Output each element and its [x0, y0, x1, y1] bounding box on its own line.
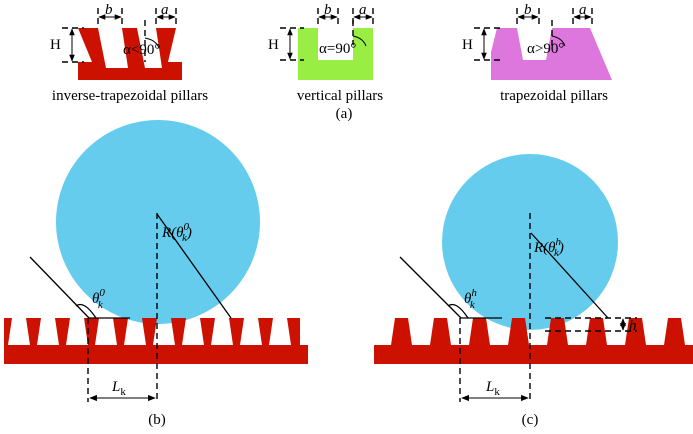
panel-c-label: (c) — [522, 412, 539, 428]
Lk-label-c: Lk — [485, 379, 500, 398]
droplet-c — [442, 154, 618, 330]
dim-b-label-3: b — [524, 2, 532, 18]
panel-a-dimensions — [62, 8, 593, 63]
pillar-caption-1: inverse-trapezoidal pillars — [52, 88, 208, 104]
pillar-caption-2: vertical pillars — [297, 88, 383, 104]
trapezoidal-pillar-unit — [491, 28, 612, 80]
panel-a-label: (a) — [336, 106, 353, 122]
dim-a-label-3: a — [579, 2, 587, 18]
panel-c-lines — [399, 213, 637, 402]
angle-label-3: α>90° — [527, 41, 564, 57]
inverse-trapezoidal-shape — [78, 28, 182, 80]
panel-b-lines — [29, 213, 232, 402]
dim-a-label-1: a — [161, 2, 169, 18]
Lk-label-b: Lk — [111, 379, 126, 398]
angle-label-1: α<90° — [123, 42, 160, 58]
dim-b-label-1: b — [105, 2, 113, 18]
substrate-c — [374, 318, 693, 364]
inverse-trapezoidal-pillar-unit — [78, 28, 182, 80]
dim-a-label-2: a — [359, 2, 367, 18]
pillar-caption-3: trapezoidal pillars — [500, 88, 608, 104]
vertical-pillar-unit — [298, 28, 373, 80]
trapezoidal-pillar-shape — [491, 28, 612, 80]
vertical-pillar-shape — [298, 28, 373, 80]
dim-b-label-2: b — [324, 2, 332, 18]
dim-H-label-3: H — [462, 37, 473, 53]
substrate-b — [4, 318, 308, 364]
droplet-b — [56, 120, 260, 324]
panel-b-label: (b) — [148, 412, 166, 428]
angle-label-2: α=90° — [319, 41, 356, 57]
dim-H-label-1: H — [50, 37, 61, 53]
dim-H-label-2: H — [268, 37, 279, 53]
h-label-c: h — [629, 318, 637, 334]
